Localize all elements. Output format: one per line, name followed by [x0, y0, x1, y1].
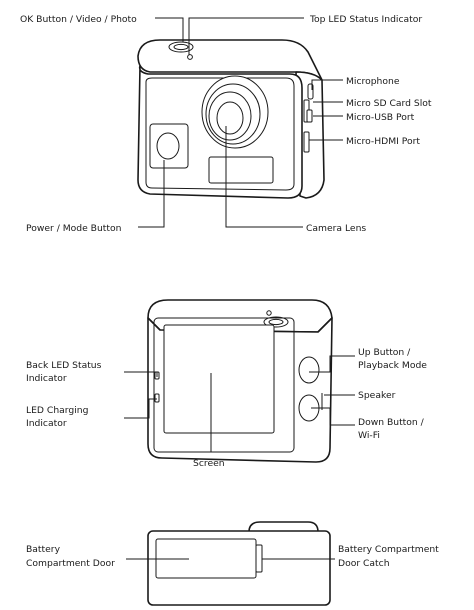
label-battery-door-2: Compartment Door [26, 558, 115, 569]
label-usb-port: Micro-USB Port [346, 112, 415, 123]
label-speaker: Speaker [358, 390, 396, 401]
label-led-charging-1: LED Charging [26, 405, 88, 416]
camera-lens-icon [201, 75, 269, 149]
label-door-catch-1: Battery Compartment [338, 544, 439, 555]
label-door-catch-2: Door Catch [338, 558, 390, 569]
label-microphone: Microphone [346, 76, 400, 87]
label-ok-button: OK Button / Video / Photo [20, 14, 137, 25]
front-plate [208, 156, 274, 184]
label-down-button-2: Wi-Fi [358, 430, 380, 441]
back-view-camera [147, 299, 333, 463]
hdmi-port-icon [303, 131, 310, 153]
ok-button-icon [168, 41, 194, 53]
charging-led-icon [154, 393, 160, 403]
up-button-icon [298, 356, 320, 384]
power-button-icon [156, 132, 180, 160]
label-led-charging-2: Indicator [26, 418, 67, 429]
label-hdmi-port: Micro-HDMI Port [346, 136, 420, 147]
back-view-leaders [124, 355, 355, 452]
front-view-camera [137, 39, 325, 199]
label-screen: Screen [193, 458, 225, 469]
bottom-view-camera [147, 521, 331, 606]
label-power-button: Power / Mode Button [26, 223, 122, 234]
power-button-area [149, 123, 189, 169]
front-view-leaders [138, 17, 343, 228]
label-back-led-1: Back LED Status [26, 360, 102, 371]
usb-port-icon [306, 109, 313, 123]
door-catch-icon [255, 544, 263, 573]
label-battery-door-1: Battery [26, 544, 61, 555]
screen-bezel [153, 317, 295, 453]
label-down-button-1: Down Button / [358, 417, 425, 428]
camera-side-face [295, 71, 325, 199]
top-led-icon [187, 54, 193, 60]
label-up-button-1: Up Button / [358, 347, 411, 358]
screen-display [163, 324, 275, 434]
label-back-led-2: Indicator [26, 373, 67, 384]
label-top-led: Top LED Status Indicator [309, 14, 422, 25]
label-up-button-2: Playback Mode [358, 360, 427, 371]
bottom-top-bump [248, 521, 319, 533]
label-sd-slot: Micro SD Card Slot [346, 98, 432, 109]
label-camera-lens: Camera Lens [306, 223, 366, 234]
